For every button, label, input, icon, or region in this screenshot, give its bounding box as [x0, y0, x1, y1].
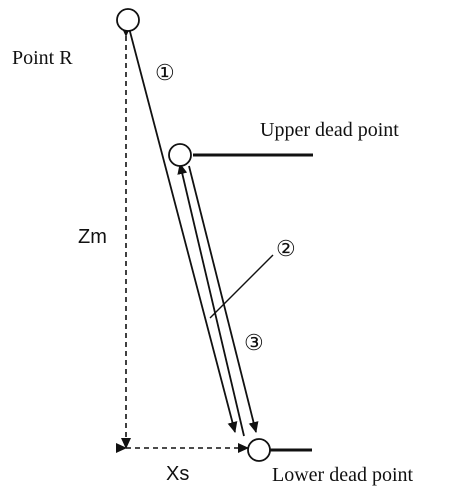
zm-label: Zm	[78, 226, 107, 248]
path-2-line	[177, 163, 245, 437]
lower-dead-point-label: Lower dead point	[272, 464, 414, 486]
xs-label: Xs	[166, 463, 189, 485]
path-3-line	[188, 165, 259, 433]
point-r-label: Point R	[12, 47, 73, 69]
step-3-marker: ③	[244, 330, 264, 355]
upper-dead-point-label: Upper dead point	[260, 119, 399, 141]
path-1-line	[127, 23, 238, 433]
upper-dead-point-circle	[168, 143, 192, 167]
step-1-marker: ①	[155, 60, 175, 85]
step-2-marker: ②	[276, 236, 296, 261]
lower-dead-point-circle	[247, 438, 271, 462]
point-r-circle	[116, 8, 140, 32]
marker-2-leader	[209, 254, 274, 319]
